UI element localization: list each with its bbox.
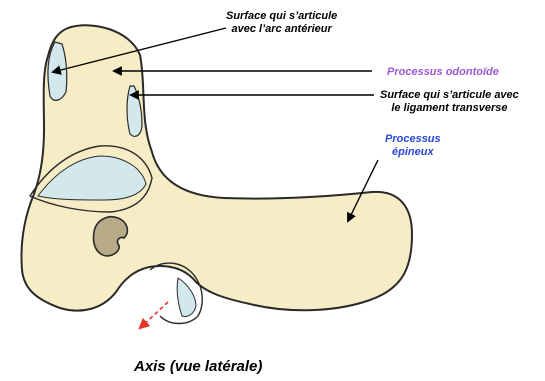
label-surface-ligament-transverse-line1: Surface qui s’articule avec (380, 89, 519, 102)
label-processus-epineux-line2: épineux (385, 146, 441, 159)
dashed-arrow (140, 302, 168, 328)
label-surface-arc-anterieur: Surface qui s’articule avec l’arc antéri… (226, 10, 337, 36)
figure-caption: Axis (vue latérale) (134, 358, 262, 375)
label-processus-epineux-line1: Processus (385, 133, 441, 146)
label-processus-epineux: Processus épineux (385, 133, 441, 159)
label-processus-odontoide: Processus odontoïde (387, 66, 499, 79)
label-surface-ligament-transverse-line2: le ligament transverse (380, 102, 519, 115)
label-surface-arc-anterieur-line2: avec l’arc antérieur (226, 23, 337, 36)
label-surface-ligament-transverse: Surface qui s’articule avec le ligament … (380, 89, 519, 115)
label-surface-arc-anterieur-line1: Surface qui s’articule (226, 10, 337, 23)
inferior-articular-facet (177, 278, 196, 317)
